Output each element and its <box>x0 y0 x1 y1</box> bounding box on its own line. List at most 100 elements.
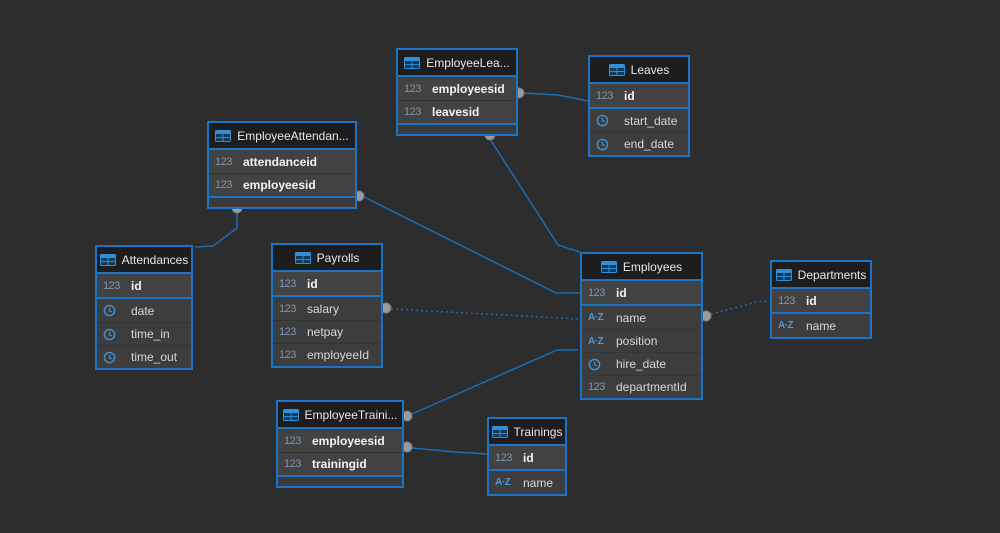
column-name: employeesid <box>312 433 385 448</box>
column-name: employeesid <box>243 178 316 192</box>
numeric-type-icon: 123 <box>284 458 301 470</box>
column-name: departmentId <box>616 380 687 394</box>
table-footer <box>209 196 355 207</box>
connection-Employees-Departments[interactable] <box>710 300 771 315</box>
table-icon <box>282 408 299 421</box>
table-header[interactable]: EmployeeTraini... <box>278 402 402 429</box>
numeric-type-icon: 123 <box>284 434 301 447</box>
column-row-date[interactable]: date <box>97 299 191 322</box>
table-title: Leaves <box>630 62 670 77</box>
column-row-name[interactable]: A·Z name <box>489 471 565 494</box>
table-title: EmployeeLea... <box>426 55 510 70</box>
column-name: name <box>523 475 554 490</box>
datetime-type-icon <box>103 351 125 364</box>
column-name: employeesid <box>432 81 505 96</box>
table-title: EmployeeAttendan... <box>237 128 349 143</box>
datetime-type-icon <box>588 358 610 371</box>
numeric-type-icon: 123 <box>279 302 296 315</box>
numeric-type-icon: 123 <box>215 179 232 191</box>
column-row-time_in[interactable]: time_in <box>97 322 191 345</box>
connection-Payrolls-Employees[interactable] <box>390 308 581 320</box>
column-name: leavesid <box>432 105 480 119</box>
column-name: end_date <box>624 137 675 151</box>
column-name: netpay <box>307 325 344 339</box>
table-icon <box>775 268 792 281</box>
table-header[interactable]: Attendances <box>97 247 191 274</box>
column-name: time_in <box>131 327 170 341</box>
column-name: id <box>616 285 627 300</box>
connection-EmployeeTrainings-Employees[interactable] <box>411 349 578 415</box>
connection-EmployeeTrainings-Trainings[interactable] <box>411 447 488 455</box>
table-title: Trainings <box>513 424 563 439</box>
connection-EmployeeLeaves-Employees[interactable] <box>489 138 581 253</box>
table-icon <box>294 251 311 264</box>
connection-EmployeeLeaves-Leaves[interactable] <box>522 92 589 102</box>
column-row-start_date[interactable]: start_date <box>590 109 688 132</box>
column-row-employeesid[interactable]: 123 employeesid <box>209 173 355 196</box>
table-icon <box>600 260 617 273</box>
text-type-icon: A·Z <box>495 477 511 488</box>
table-header[interactable]: EmployeeAttendan... <box>209 123 355 150</box>
table-title: Departments <box>797 267 867 282</box>
numeric-type-icon: 123 <box>404 82 421 95</box>
connection-EmployeeAttendances-Employees[interactable] <box>363 196 580 294</box>
column-row-end_date[interactable]: end_date <box>590 132 688 155</box>
table-header[interactable]: Leaves <box>590 57 688 84</box>
datetime-type-icon <box>596 114 618 127</box>
table-icon <box>215 129 232 142</box>
table-header[interactable]: Payrolls <box>273 245 381 272</box>
column-name: id <box>806 293 817 308</box>
column-name: name <box>616 310 647 325</box>
table-header[interactable]: Departments <box>772 262 870 289</box>
numeric-type-icon: 123 <box>279 349 296 361</box>
table-icon <box>491 425 508 438</box>
column-row-employeesid[interactable]: 123 employeesid <box>398 77 516 100</box>
table-icon <box>404 56 421 69</box>
column-name: hire_date <box>616 357 667 371</box>
column-name: start_date <box>624 113 678 128</box>
table-header[interactable]: EmployeeLea... <box>398 50 516 77</box>
column-row-time_out[interactable]: time_out <box>97 345 191 368</box>
column-row-hire_date[interactable]: hire_date <box>582 352 701 375</box>
column-name: trainingid <box>312 457 367 471</box>
column-row-employeesid[interactable]: 123 employeesid <box>278 429 402 452</box>
numeric-type-icon: 123 <box>279 277 296 290</box>
datetime-type-icon <box>103 304 125 317</box>
column-row-trainingid[interactable]: 123 trainingid <box>278 452 402 475</box>
table-header[interactable]: Employees <box>582 254 701 281</box>
connection-EmployeeAttendances-Attendances[interactable] <box>194 212 238 248</box>
table-title: Employees <box>622 259 683 274</box>
column-name: position <box>616 334 658 348</box>
table-node-EmployeeTrainings[interactable]: EmployeeTraini... 123 employeesid 123 trai… <box>276 400 404 488</box>
table-header[interactable]: Trainings <box>489 419 565 446</box>
